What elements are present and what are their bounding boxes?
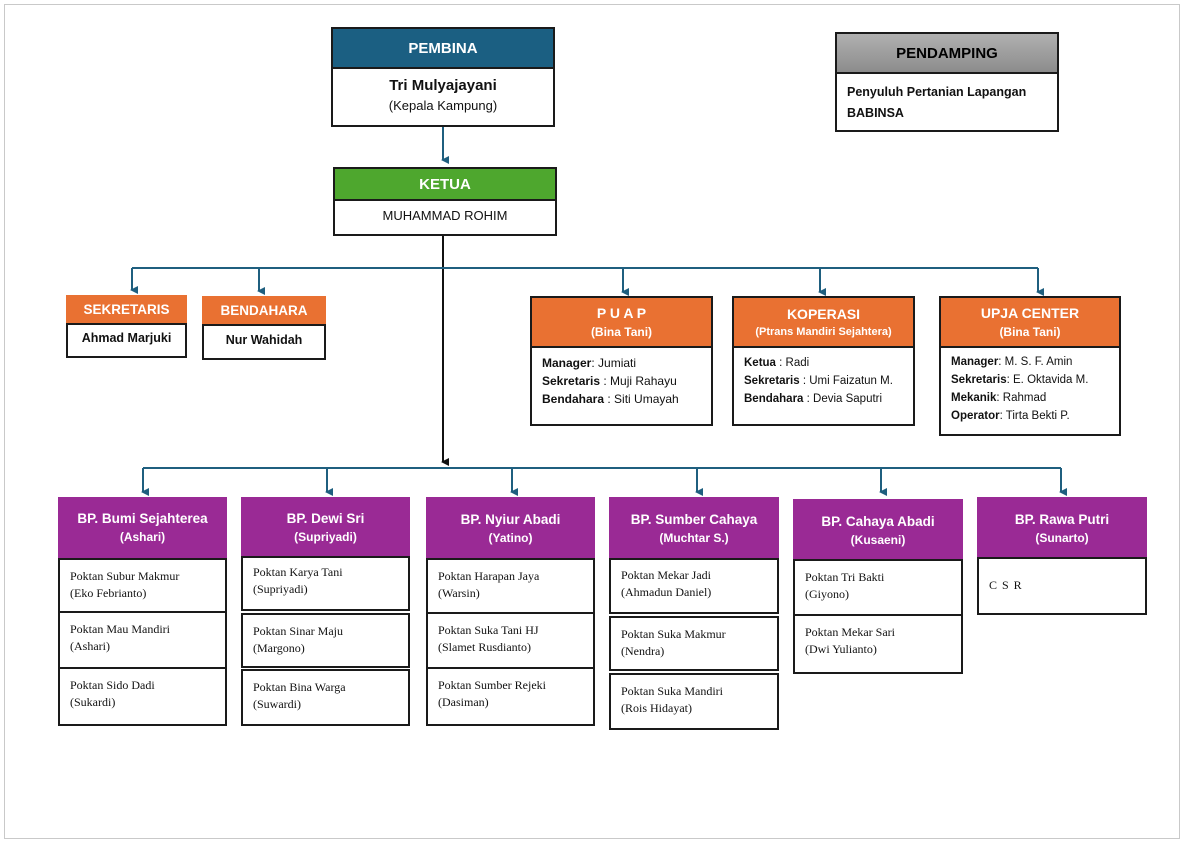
unit-koperasi-title: KOPERASI	[786, 306, 861, 322]
bendahara-name: Nur Wahidah	[225, 333, 303, 347]
group-dewi-sri: BP. Dewi Sri (Supriyadi) Poktan Karya Ta…	[241, 497, 410, 727]
pendamping-line2: BABINSA	[847, 106, 904, 120]
poktan-item: Poktan Harapan Jaya(Warsin)	[426, 558, 595, 614]
pendamping-box: PENDAMPING Penyuluh Pertanian Lapangan B…	[835, 32, 1059, 132]
group-leader: (Muchtar S.)	[659, 531, 729, 545]
poktan-item: Poktan Karya Tani(Supriyadi)	[241, 556, 410, 611]
group-sumber-cahaya: BP. Sumber Cahaya (Muchtar S.) Poktan Me…	[609, 497, 779, 730]
unit-upja-subtitle: (Bina Tani)	[999, 325, 1061, 339]
group-nyiur-abadi: BP. Nyiur Abadi (Yatino) Poktan Harapan …	[426, 497, 595, 727]
unit-upja: UPJA CENTER (Bina Tani) Manager: M. S. F…	[939, 296, 1121, 436]
bendahara-title: BENDAHARA	[202, 296, 326, 324]
group-title: BP. Rawa Putri	[1014, 511, 1110, 527]
pembina-title: PEMBINA	[331, 27, 555, 69]
unit-puap-title: P U A P	[596, 305, 647, 321]
unit-puap-row: Bendahara : Siti Umayah	[542, 392, 679, 406]
ketua-title: KETUA	[333, 167, 557, 201]
poktan-item: Poktan Sumber Rejeki(Dasiman)	[426, 669, 595, 726]
group-title: BP. Dewi Sri	[286, 511, 365, 526]
group-leader: (Ashari)	[119, 530, 166, 544]
pendamping-title: PENDAMPING	[835, 32, 1059, 74]
poktan-item: Poktan Mekar Jadi(Ahmadun Daniel)	[609, 558, 779, 614]
group-title: BP. Sumber Cahaya	[630, 512, 758, 527]
poktan-item: Poktan Mekar Sari(Dwi Yulianto)	[793, 616, 963, 674]
group-leader: (Yatino)	[488, 531, 533, 545]
unit-upja-row: Manager: M. S. F. Amin	[951, 356, 1073, 368]
unit-puap: P U A P (Bina Tani) Manager: Jumiati Sek…	[530, 296, 713, 426]
group-leader: (Kusaeni)	[850, 532, 906, 547]
ketua-box: KETUA MUHAMMAD ROHIM	[333, 167, 557, 236]
group-title: BP. Bumi Sejahterea	[77, 511, 208, 526]
unit-koperasi-row: Bendahara : Devia Saputri	[744, 393, 883, 405]
group-rawa-putri: BP. Rawa Putri (Sunarto) C S R	[977, 497, 1147, 615]
group-title: BP. Cahaya Abadi	[821, 513, 935, 529]
poktan-item: Poktan Suka Tani HJ(Slamet Rusdianto)	[426, 614, 595, 669]
bendahara-box: BENDAHARA Nur Wahidah	[202, 296, 326, 360]
group-leader: (Supriyadi)	[294, 530, 357, 544]
sekretaris-name: Ahmad Marjuki	[81, 331, 172, 345]
group-title: BP. Nyiur Abadi	[460, 512, 561, 527]
pembina-box: PEMBINA Tri Mulyajayani (Kepala Kampung)	[331, 27, 555, 127]
poktan-item: Poktan Tri Bakti(Giyono)	[793, 559, 963, 616]
pembina-role: (Kepala Kampung)	[388, 98, 498, 113]
unit-upja-title: UPJA CENTER	[980, 305, 1080, 321]
unit-koperasi-subtitle: (Ptrans Mandiri Sejahtera)	[755, 326, 892, 338]
poktan-item: Poktan Sinar Maju(Margono)	[241, 613, 410, 668]
poktan-item: Poktan Suka Makmur(Nendra)	[609, 616, 779, 671]
pembina-name: Tri Mulyajayani	[389, 77, 497, 94]
unit-puap-row: Manager: Jumiati	[542, 356, 637, 370]
unit-koperasi-row: Ketua : Radi	[744, 357, 810, 369]
unit-puap-row: Sekretaris : Muji Rahayu	[542, 374, 677, 388]
sekretaris-title: SEKRETARIS	[66, 295, 187, 323]
unit-koperasi: KOPERASI (Ptrans Mandiri Sejahtera) Ketu…	[732, 296, 915, 426]
chart-frame	[4, 4, 1180, 839]
sekretaris-box: SEKRETARIS Ahmad Marjuki	[66, 295, 187, 358]
poktan-item: Poktan Sido Dadi(Sukardi)	[58, 669, 227, 726]
unit-upja-row: Operator: Tirta Bekti P.	[951, 410, 1070, 422]
poktan-item: Poktan Bina Warga(Suwardi)	[241, 669, 410, 726]
poktan-item: C S R	[977, 557, 1147, 615]
group-bumi-sejahterea: BP. Bumi Sejahterea (Ashari) Poktan Subu…	[58, 497, 227, 727]
group-cahaya-abadi: BP. Cahaya Abadi (Kusaeni) Poktan Tri Ba…	[793, 499, 963, 675]
poktan-item: Poktan Mau Mandiri(Ashari)	[58, 613, 227, 669]
group-leader: (Sunarto)	[1035, 530, 1089, 545]
ketua-name: MUHAMMAD ROHIM	[382, 208, 508, 223]
pendamping-line1: Penyuluh Pertanian Lapangan	[847, 85, 1027, 99]
unit-upja-row: Mekanik: Rahmad	[951, 392, 1047, 404]
poktan-item: Poktan Suka Mandiri(Rois Hidayat)	[609, 673, 779, 730]
unit-koperasi-row: Sekretaris : Umi Faizatun M.	[744, 375, 893, 387]
unit-puap-subtitle: (Bina Tani)	[590, 325, 653, 339]
unit-upja-row: Sekretaris: E. Oktavida M.	[951, 374, 1089, 386]
poktan-item: Poktan Subur Makmur(Eko Febrianto)	[58, 558, 227, 613]
